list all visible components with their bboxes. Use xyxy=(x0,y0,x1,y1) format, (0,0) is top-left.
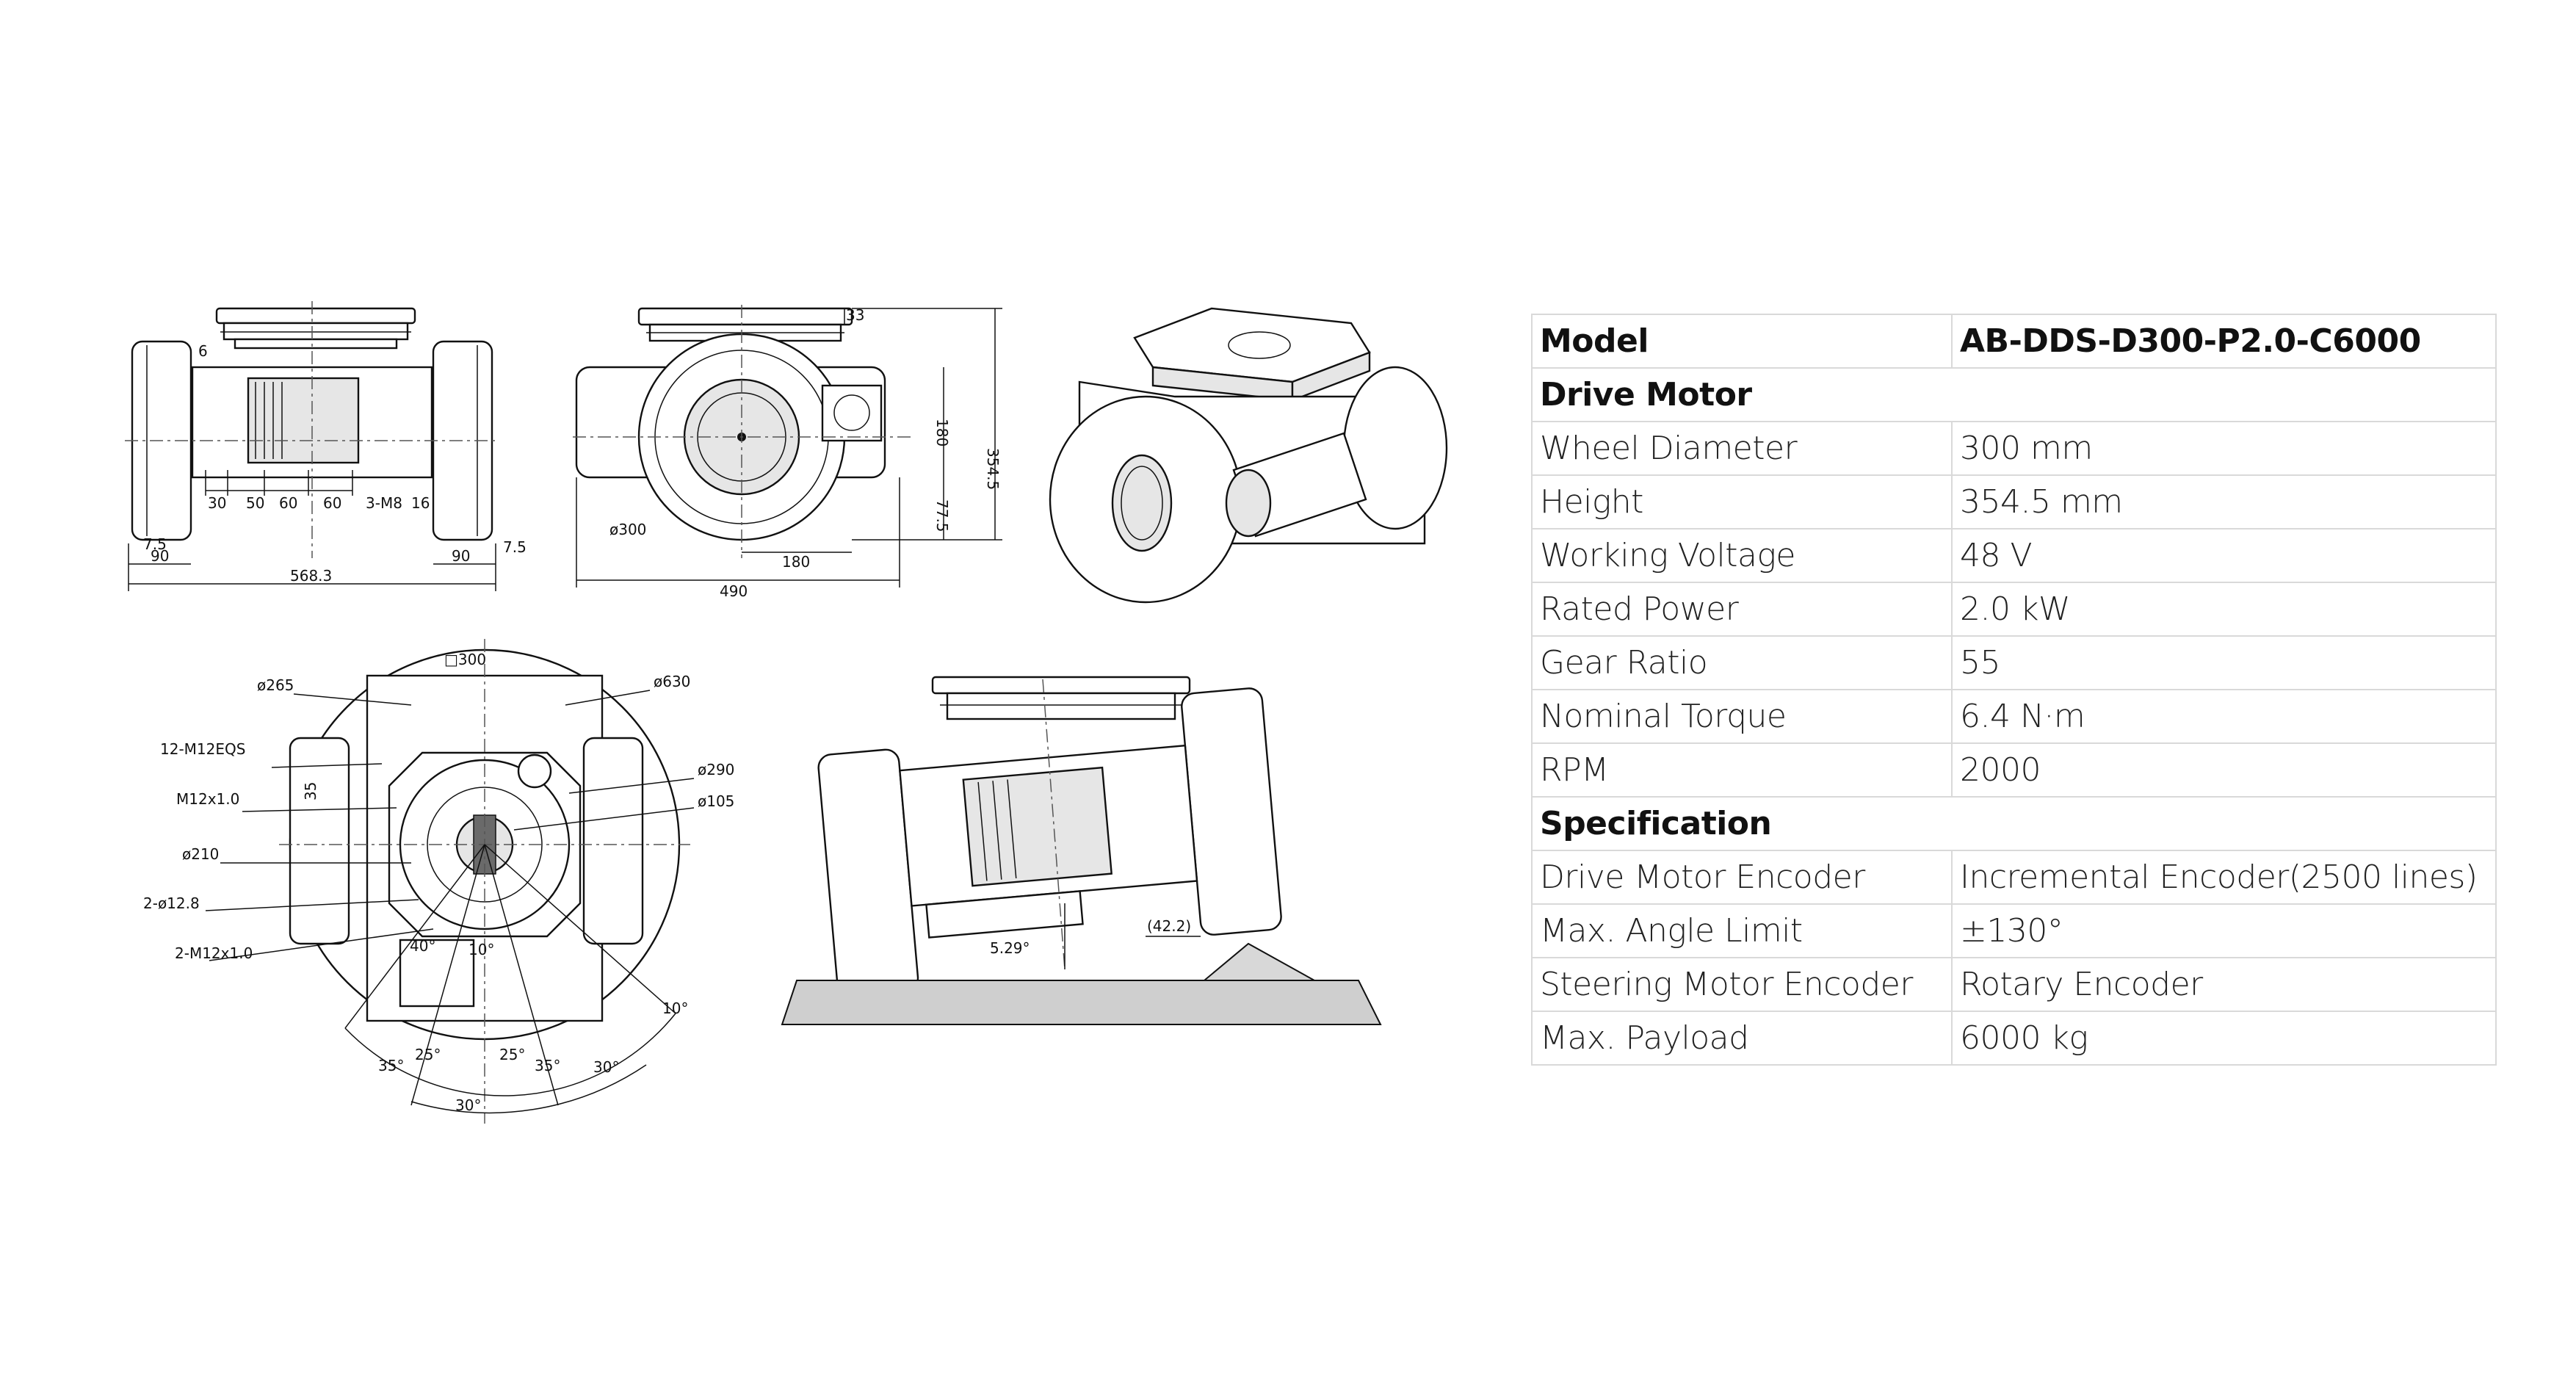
dim-front-offset-right: 7.5 xyxy=(503,538,527,556)
dim-side-180-horizontal: 180 xyxy=(782,553,810,571)
dim-top-thread-2: 2-M12x1.0 xyxy=(175,944,253,962)
table-header-row: Model AB-DDS-D300-P2.0-C6000 xyxy=(1531,314,2497,369)
dim-top-angle-35b: 35° xyxy=(535,1057,560,1074)
table-row: Rated Power 2.0 kW xyxy=(1531,582,2497,637)
table-row: Steering Motor Encoder Rotary Encoder xyxy=(1531,957,2497,1012)
dim-front-bolt-label: 3-M8 xyxy=(366,494,402,512)
dim-front-overall-width: 568.3 xyxy=(290,567,332,585)
dim-top-265: ø265 xyxy=(257,676,294,694)
spec-value: ±130° xyxy=(1951,903,2497,958)
table-row: Working Voltage 48 V xyxy=(1531,528,2497,583)
spec-label: Wheel Diameter xyxy=(1531,421,1953,476)
table-row: Wheel Diameter 300 mm xyxy=(1531,421,2497,476)
dim-front-wheel-width-right: 90 xyxy=(452,547,470,565)
table-row: Nominal Torque 6.4 N·m xyxy=(1531,689,2497,744)
dim-top-210: ø210 xyxy=(182,845,219,863)
spec-value: 354.5 mm xyxy=(1951,474,2497,529)
spec-label: Height xyxy=(1531,474,1953,529)
dim-top-angle-25a: 25° xyxy=(415,1046,441,1063)
spec-value: 55 xyxy=(1951,635,2497,690)
dim-front-50: 50 xyxy=(246,494,264,512)
table-row: Max. Angle Limit ±130° xyxy=(1531,903,2497,958)
spec-value: 48 V xyxy=(1951,528,2497,583)
dim-tilt-angle: 5.29° xyxy=(990,939,1030,957)
table-row: Max. Payload 6000 kg xyxy=(1531,1011,2497,1066)
dim-top-thread: M12x1.0 xyxy=(176,790,239,808)
spec-value: 2.0 kW xyxy=(1951,582,2497,637)
dim-side-33: 33 xyxy=(846,306,864,324)
dim-top-angle-30b: 30° xyxy=(455,1096,481,1114)
dim-front-30: 30 xyxy=(208,494,226,512)
dim-top-hole: 2-ø12.8 xyxy=(143,894,200,912)
dim-tilt-offset: (42.2) xyxy=(1147,917,1191,935)
dim-top-angle-10a: 10° xyxy=(468,941,494,958)
dim-side-180-vertical: 180 xyxy=(933,419,951,447)
tilt-view-drawing: 5.29° (42.2) xyxy=(781,676,1382,1025)
dim-top-angle-25b: 25° xyxy=(499,1046,525,1063)
dim-side-wheel-dia: ø300 xyxy=(609,521,646,538)
spec-label: Max. Payload xyxy=(1531,1011,1953,1066)
spec-label: Working Voltage xyxy=(1531,528,1953,583)
spec-value: Rotary Encoder xyxy=(1951,957,2497,1012)
dim-front-offset-left: 7.5 xyxy=(143,535,167,553)
dim-front-wheel-width-left: 90 xyxy=(151,547,169,565)
dim-front-top-gap: 6 xyxy=(198,342,208,360)
spec-label: Gear Ratio xyxy=(1531,635,1953,690)
dim-front-60b: 60 xyxy=(323,494,341,512)
section-specification: Specification xyxy=(1531,796,2497,851)
isometric-view-drawing xyxy=(1049,307,1448,604)
dim-top-290: ø290 xyxy=(698,761,734,778)
section-drive-motor: Drive Motor xyxy=(1531,367,2497,422)
dim-top-angle-10b: 10° xyxy=(662,1000,688,1017)
model-value: AB-DDS-D300-P2.0-C6000 xyxy=(1951,314,2497,369)
model-label: Model xyxy=(1531,314,1953,369)
spec-label: Rated Power xyxy=(1531,582,1953,637)
spec-value: 300 mm xyxy=(1951,421,2497,476)
spec-label: Steering Motor Encoder xyxy=(1531,957,1953,1012)
dim-side-height: 354.5 xyxy=(984,448,1002,490)
dim-top-35: 35 xyxy=(302,782,319,800)
front-view-drawing: 568.3 90 90 7.5 7.5 6 30 50 60 60 3-M8 1… xyxy=(125,301,527,591)
table-row: Drive Motor Encoder Incremental Encoder(… xyxy=(1531,850,2497,905)
spec-label: Drive Motor Encoder xyxy=(1531,850,1953,905)
section-specification-title: Specification xyxy=(1531,796,2497,851)
dim-side-length: 490 xyxy=(720,582,748,600)
dim-top-bolt-pattern: 12-M12EQS xyxy=(160,740,245,758)
dim-top-105: ø105 xyxy=(698,792,734,810)
section-drive-motor-title: Drive Motor xyxy=(1531,367,2497,422)
dim-side-77-5: 77.5 xyxy=(933,499,951,532)
table-row: Gear Ratio 55 xyxy=(1531,635,2497,690)
spec-value: 2000 xyxy=(1951,742,2497,798)
spec-label: Max. Angle Limit xyxy=(1531,903,1953,958)
dim-top-square: □300 xyxy=(444,651,486,668)
dim-top-630: ø630 xyxy=(654,673,690,690)
spec-value: 6.4 N·m xyxy=(1951,689,2497,744)
dim-front-16: 16 xyxy=(411,494,430,512)
table-row: RPM 2000 xyxy=(1531,742,2497,798)
spec-value: 6000 kg xyxy=(1951,1011,2497,1066)
technical-drawings: 568.3 90 90 7.5 7.5 6 30 50 60 60 3-M8 1… xyxy=(125,301,1448,1124)
spec-label: RPM xyxy=(1531,742,1953,798)
dim-front-60a: 60 xyxy=(279,494,297,512)
spec-label: Nominal Torque xyxy=(1531,689,1953,744)
specification-table: Model AB-DDS-D300-P2.0-C6000 Drive Motor… xyxy=(1531,314,2497,1066)
table-row: Height 354.5 mm xyxy=(1531,474,2497,529)
dim-top-angle-40: 40° xyxy=(410,937,435,955)
dim-top-angle-35a: 35° xyxy=(378,1057,404,1074)
top-view-drawing: □300 ø265 ø630 12-M12EQS M12x1.0 ø290 ø1… xyxy=(143,639,734,1124)
dim-top-angle-30a: 30° xyxy=(593,1058,619,1076)
spec-value: Incremental Encoder(2500 lines) xyxy=(1951,850,2497,905)
side-view-drawing: 354.5 180 77.5 33 ø300 180 490 xyxy=(573,305,1002,600)
